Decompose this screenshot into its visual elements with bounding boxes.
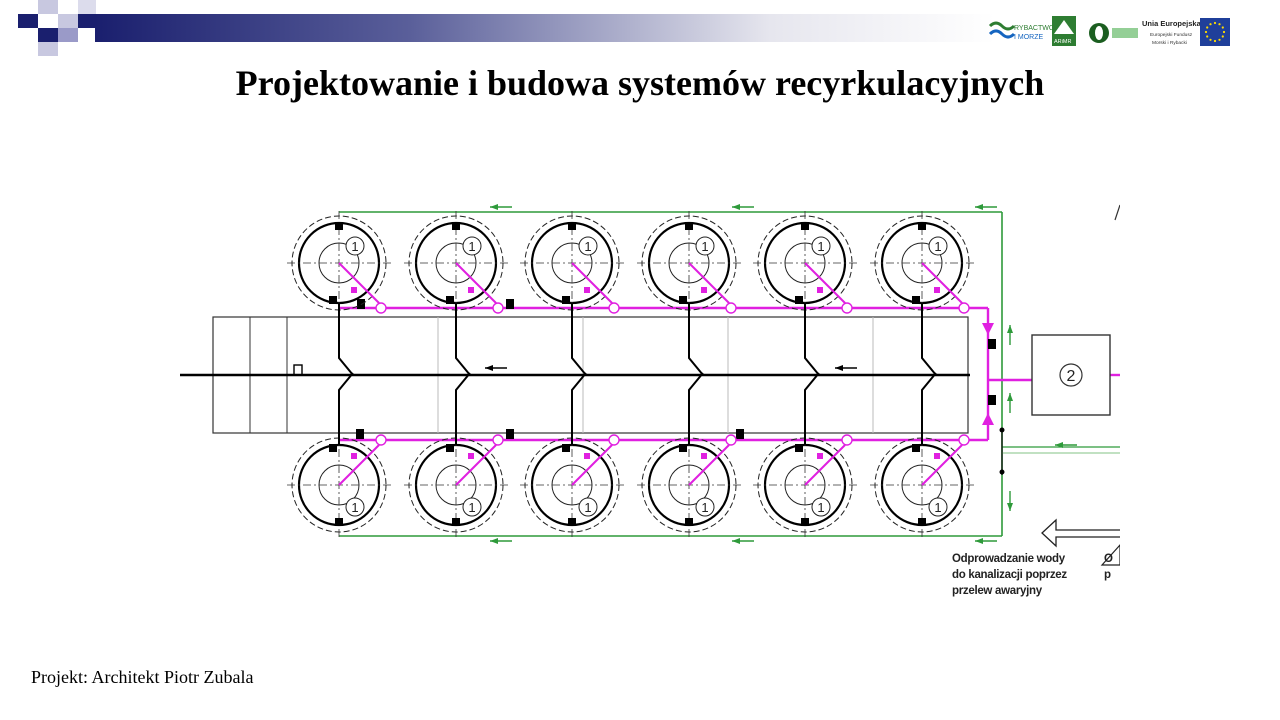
overflow-node-2 [999, 469, 1005, 475]
note-line-3: przelew awaryjny [952, 585, 1042, 597]
slide-title: Projektowanie i budowa systemów recyrkul… [235, 63, 1045, 103]
tank-label: 1 [468, 239, 475, 254]
tank-top-4: 1 [753, 211, 857, 376]
tank-top-1: 1 [404, 211, 508, 376]
flow-arrow-top-1 [732, 204, 754, 210]
truncated-note-line-2: p [1104, 569, 1112, 581]
project-credit: Projekt: Architekt Piotr Zubala [31, 667, 254, 687]
treatment-unit-label: 2 [1067, 368, 1076, 385]
overflow-note-arrow [1041, 518, 1120, 548]
sponsor-logos: RYBACTWO I MORZE ARiMR Unia Europejska E… [988, 16, 1230, 46]
tank-label: 1 [468, 500, 475, 515]
drain-valve-6 [736, 429, 744, 439]
header-gradient-bar [18, 0, 995, 56]
tank-top-0: 1 [287, 211, 391, 376]
tank-label: 1 [351, 500, 358, 515]
eu-line-1: Europejski Fundusz [1150, 32, 1193, 38]
tank-label: 1 [934, 239, 941, 254]
truncated-note: O p [1104, 551, 1113, 583]
tank-label: 1 [817, 239, 824, 254]
tank-label: 1 [584, 239, 591, 254]
drain-valve-3 [506, 299, 514, 309]
arimr-logo: ARiMR [1052, 16, 1076, 46]
main-flow-arrow-1 [485, 365, 507, 371]
main-flow-arrow-2 [835, 365, 857, 371]
drain-arrow-bottom [982, 413, 994, 425]
tank-bottom-5: 1 [870, 372, 974, 537]
tank-bottom-0: 1 [287, 372, 391, 537]
overflow-triangle [1100, 544, 1120, 566]
flow-arrow-right-up [1007, 325, 1013, 345]
tank-bottom-2: 1 [520, 372, 624, 537]
flow-arrow-bottom-1 [732, 538, 754, 544]
main-valve [293, 364, 303, 376]
rybactwo-text-1: RYBACTWO [1014, 25, 1055, 32]
recirculation-system-diagram: 2 1 1 1 1 1 1 1 1 1 1 1 1 [180, 204, 1120, 566]
program-logo [1089, 23, 1138, 43]
flow-arrow-bottom-0 [490, 538, 512, 544]
drain-valve-4 [356, 429, 364, 439]
emergency-overflow-note: Odprowadzanie wody do kanalizacji poprze… [952, 551, 1067, 599]
treatment-unit [1031, 334, 1111, 416]
flow-arrow-outlet [1055, 442, 1077, 448]
eu-text-block: Unia Europejska Europejski Fundusz Morsk… [1142, 19, 1202, 46]
drain-valve-5 [506, 429, 514, 439]
arimr-text: ARiMR [1054, 39, 1071, 45]
eu-title: Unia Europejska [1142, 19, 1202, 28]
tank-bottom-1: 1 [404, 372, 508, 537]
flow-arrow-bottom-2 [975, 538, 997, 544]
tank-label: 1 [584, 500, 591, 515]
drain-arrow-top [982, 323, 994, 335]
flow-arrow-top-2 [975, 204, 997, 210]
note-line-1: Odprowadzanie wody [952, 553, 1065, 565]
tank-label: 1 [701, 239, 708, 254]
tank-bottom-4: 1 [753, 372, 857, 537]
overflow-node-1 [999, 427, 1005, 433]
tank-top-5: 1 [870, 211, 974, 376]
rybactwo-text-2: I MORZE [1014, 34, 1043, 41]
tank-label: 1 [934, 500, 941, 515]
tank-label: 1 [701, 500, 708, 515]
rybactwo-logo: RYBACTWO I MORZE [988, 21, 1055, 41]
tank-label: 1 [351, 239, 358, 254]
truncated-line-marker [1114, 204, 1120, 221]
tank-top-2: 1 [520, 211, 624, 376]
eu-line-2: Morski i Rybacki [1152, 40, 1187, 46]
flow-arrow-right-up-2 [1007, 393, 1013, 413]
treatment-unit-label-circle [1059, 363, 1083, 387]
tank-label: 1 [817, 500, 824, 515]
tank-bottom-3: 1 [637, 372, 741, 537]
eu-flag-icon [1200, 18, 1230, 46]
flow-arrow-top-0 [490, 204, 512, 210]
drain-valve-1 [988, 339, 996, 349]
drain-valve-2 [988, 395, 996, 405]
tank-top-3: 1 [637, 211, 741, 376]
truncated-note-line-1: O [1104, 553, 1113, 565]
flow-arrow-right-down [1007, 491, 1013, 511]
note-line-2: do kanalizacji poprzez [952, 569, 1067, 581]
